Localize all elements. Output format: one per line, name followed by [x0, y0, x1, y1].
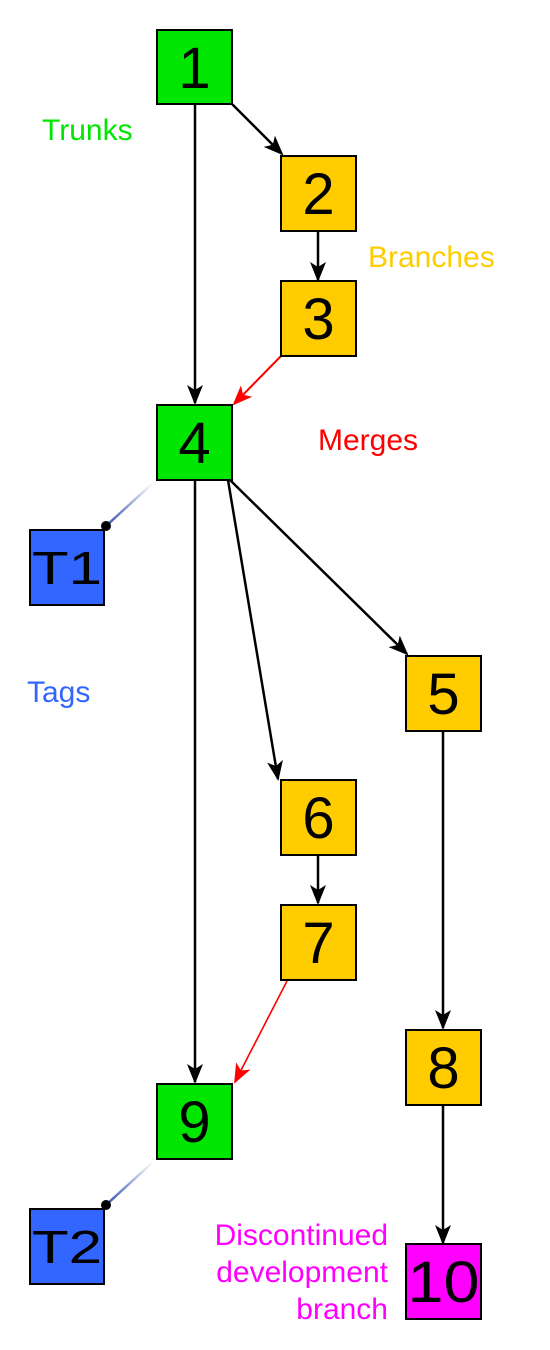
- tag-link-9-to-t2: [105, 1161, 154, 1206]
- node-3-box: [280, 280, 357, 357]
- nodes: 1 4 9 2 3 5 6 7: [29, 29, 482, 1320]
- merge-edge-7-to-9: [234, 980, 288, 1084]
- legend-discontinued-line1: Discontinued: [215, 1219, 388, 1252]
- legend: Trunks Branches Merges Tags Discontinued…: [27, 114, 495, 1326]
- node-10-label: 10: [408, 1250, 480, 1315]
- node-1-label: 1: [178, 36, 210, 101]
- legend-discontinued-line2: development: [216, 1256, 388, 1289]
- merge-edge-3-to-4: [232, 354, 283, 406]
- node-2-label: 2: [302, 162, 334, 227]
- legend-tags: Tags: [27, 676, 90, 709]
- tag-t1-box: [29, 529, 105, 606]
- node-7-label: 7: [302, 911, 334, 976]
- tag-link-dot-t1: [101, 521, 111, 531]
- node-4-label: 4: [178, 411, 210, 476]
- node-4-box: [156, 404, 233, 481]
- node-6: 6: [280, 779, 357, 856]
- node-1-box: [156, 29, 233, 105]
- node-7: 7: [280, 904, 357, 981]
- node-5-label: 5: [427, 662, 459, 727]
- node-3: 3: [280, 280, 357, 357]
- legend-trunks: Trunks: [42, 114, 133, 147]
- node-8-box: [405, 1029, 482, 1106]
- edge-4-to-5: [229, 479, 409, 656]
- node-9-label: 9: [178, 1090, 210, 1155]
- node-3-label: 3: [302, 287, 334, 352]
- tag-t1-label: T1: [32, 542, 102, 594]
- node-2-box: [280, 155, 357, 232]
- edge-4-to-6: [226, 479, 283, 781]
- node-6-box: [280, 779, 357, 856]
- node-2: 2: [280, 155, 357, 232]
- node-10: 10: [405, 1243, 482, 1320]
- tag-link-dot-t2: [101, 1200, 111, 1210]
- node-9-box: [156, 1083, 233, 1160]
- legend-branches: Branches: [368, 241, 495, 274]
- node-9: 9: [156, 1083, 233, 1160]
- node-8-label: 8: [427, 1036, 459, 1101]
- edge-1-to-2: [231, 103, 284, 156]
- legend-discontinued-line3: branch: [296, 1293, 388, 1326]
- legend-merges: Merges: [318, 424, 418, 457]
- tag-t2-box: [29, 1208, 105, 1285]
- tag-link-4-to-t1: [105, 482, 154, 527]
- node-4: 4: [156, 404, 233, 481]
- tag-t2: T2: [29, 1208, 105, 1285]
- node-1: 1: [156, 29, 233, 105]
- node-10-box: [405, 1243, 482, 1320]
- node-8: 8: [405, 1029, 482, 1106]
- node-5-box: [405, 655, 482, 732]
- tag-t2-label: T2: [32, 1221, 102, 1273]
- node-5: 5: [405, 655, 482, 732]
- edges: [101, 103, 451, 1245]
- node-6-label: 6: [302, 786, 334, 851]
- tag-t1: T1: [29, 529, 105, 606]
- node-7-box: [280, 904, 357, 981]
